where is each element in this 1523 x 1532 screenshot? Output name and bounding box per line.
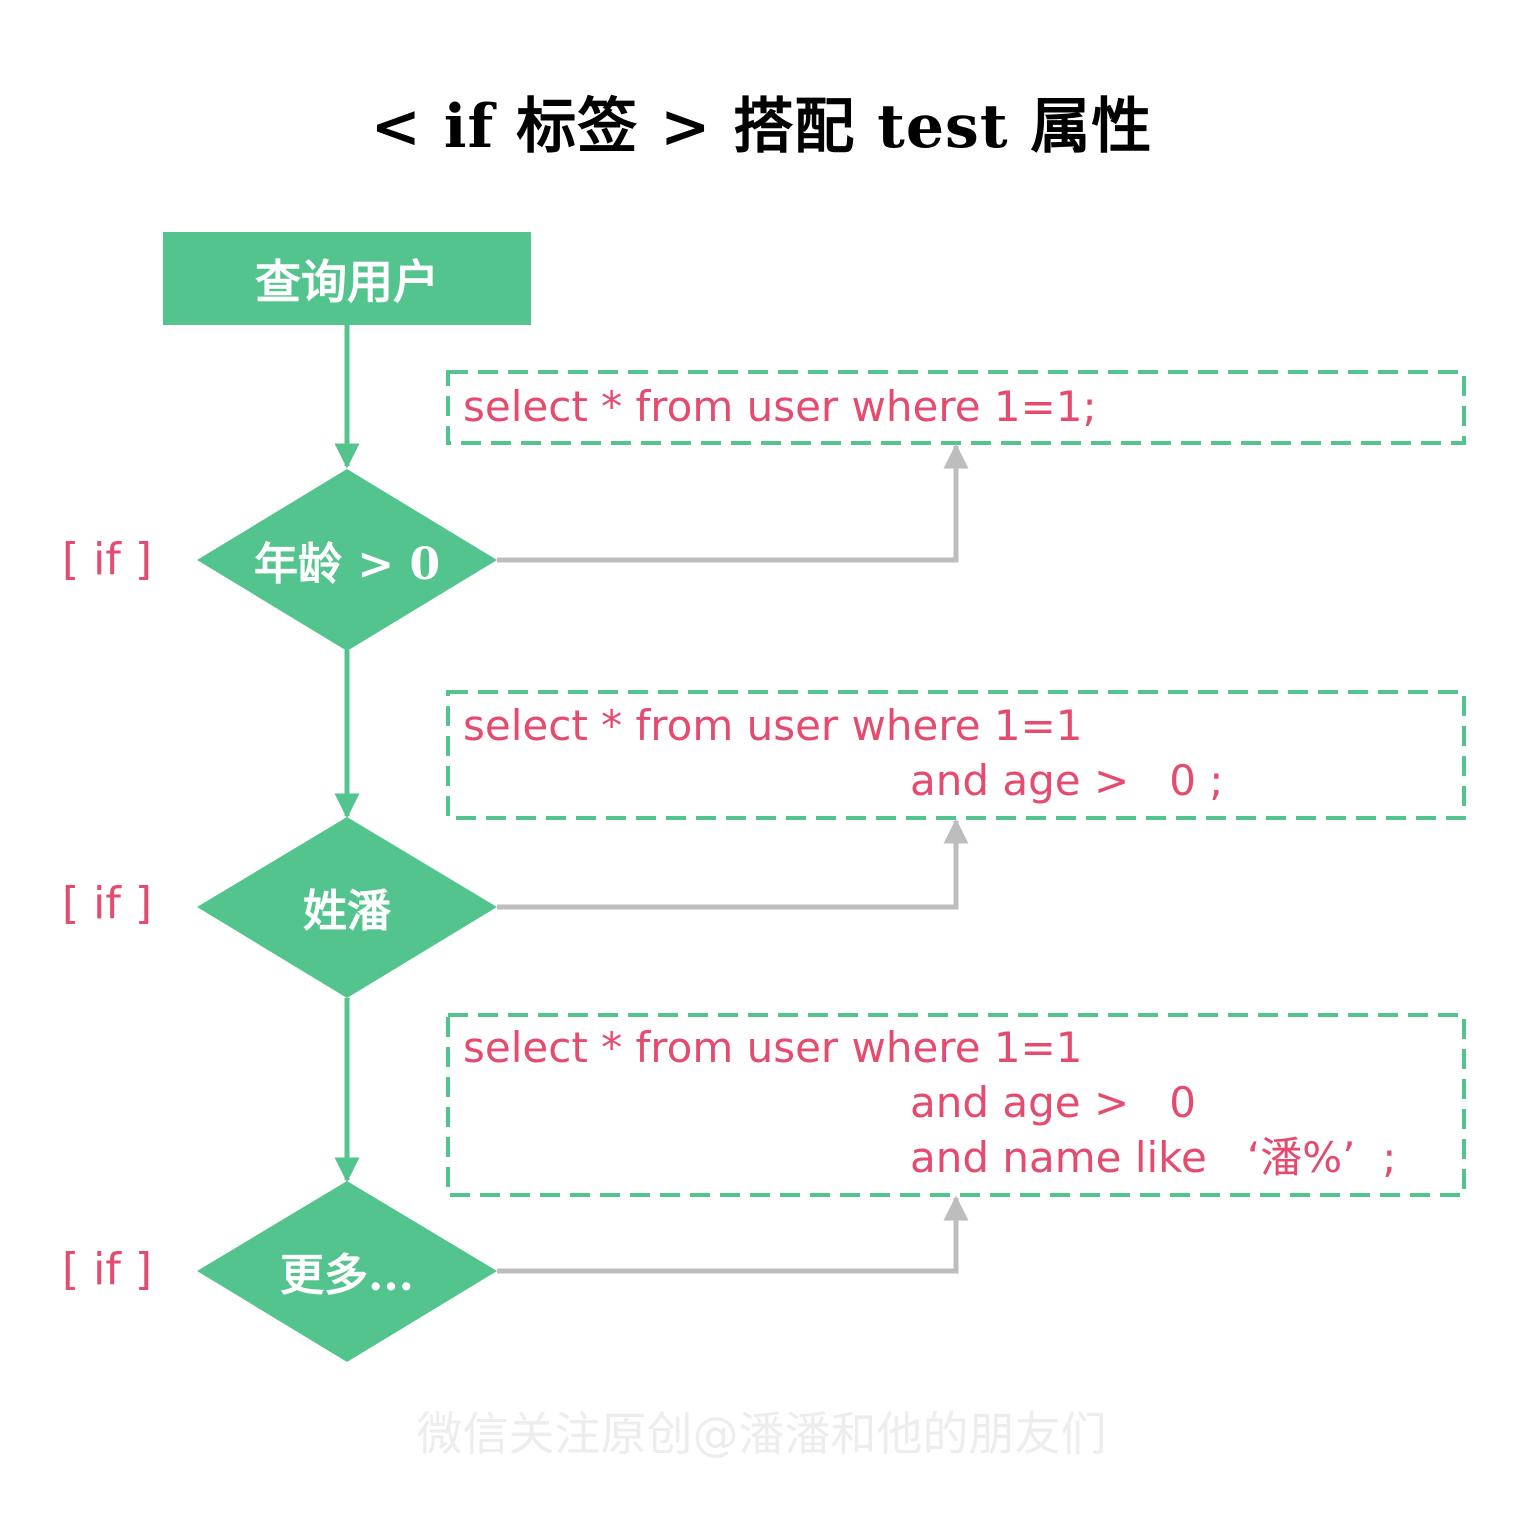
decision-diamond-age (197, 469, 497, 651)
decision-label-surname: 姓潘 (303, 886, 391, 937)
sql-2-line-2: and age > 0 ; (910, 756, 1224, 805)
sql-3-line-3: and name like ‘潘%’ ; (910, 1133, 1397, 1182)
sql-box-2 (446, 690, 1466, 820)
decision-diamond-surname (197, 817, 497, 998)
sql-box-1 (446, 370, 1466, 445)
sql-3-line-2: and age > 0 (910, 1078, 1196, 1127)
start-node: 查询用户 (163, 232, 531, 325)
if-tag-2: [ if ] (62, 878, 153, 929)
decision-label-age: 年龄 > 0 (253, 539, 441, 590)
decision-diamond-more (197, 1181, 497, 1362)
sql-2-line-1: select * from user where 1=1 (463, 701, 1083, 750)
diagram-title: < if 标签 > 搭配 test 属性 (370, 92, 1153, 162)
if-tag-3: [ if ] (62, 1244, 153, 1295)
connector-age-to-sql (497, 443, 969, 563)
connector-surname-to-sql (497, 818, 969, 910)
if-tag-1: [ if ] (62, 534, 153, 585)
sql-1-line-1: select * from user where 1=1; (463, 382, 1097, 431)
start-node-label: 查询用户 (255, 254, 439, 309)
connector-more-to-sql (497, 1195, 969, 1274)
sql-3-line-1: select * from user where 1=1 (463, 1023, 1083, 1072)
watermark: 微信关注原创@潘潘和他的朋友们 (416, 1407, 1107, 1461)
decision-label-more: 更多... (280, 1250, 414, 1301)
